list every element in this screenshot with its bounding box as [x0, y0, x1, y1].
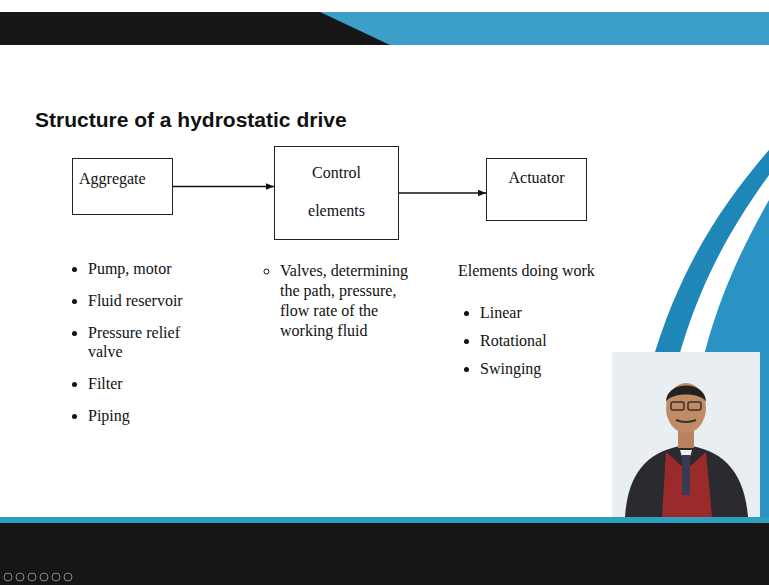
player-controls: [4, 573, 72, 581]
photo-ground: [612, 352, 760, 517]
bullet-text: Fluid reservoir: [88, 291, 200, 310]
process-box: Aggregate: [72, 158, 173, 215]
tie: [682, 455, 690, 495]
box-label: Control elements: [297, 154, 377, 230]
glasses-left: [671, 402, 684, 410]
text-group: LinearRotationalSwinging: [452, 303, 602, 387]
box-label: Aggregate: [79, 169, 166, 189]
process-box: Actuator: [486, 158, 587, 221]
bullet-text: Pump, motor: [88, 259, 200, 278]
text-group: Valves, determining the path, pressure, …: [252, 261, 417, 341]
bottom-teal-line: [0, 517, 769, 523]
bullet-text: Filter: [88, 374, 200, 393]
head: [666, 383, 706, 433]
moustache: [676, 420, 696, 422]
flow-arrow: [399, 192, 486, 193]
bullet-text: Pressure relief valve: [88, 323, 200, 361]
process-box: Control elements: [274, 146, 399, 240]
bullet-list: Pump, motorFluid reservoirPressure relie…: [60, 259, 200, 425]
bullet-text: Linear: [480, 303, 602, 322]
bottom-bar: [0, 523, 769, 585]
flow-arrow: [173, 186, 274, 187]
bullet-text: Piping: [88, 406, 200, 425]
text-group: Pump, motorFluid reservoirPressure relie…: [60, 259, 200, 438]
bullet-list: Valves, determining the path, pressure, …: [252, 261, 417, 341]
top-blue-wedge: [320, 12, 769, 45]
bullet-list: LinearRotationalSwinging: [452, 303, 602, 378]
bullet-text: Valves, determining the path, pressure, …: [280, 261, 417, 341]
slide-title: Structure of a hydrostatic drive: [35, 108, 347, 132]
glasses-right: [688, 402, 701, 410]
top-bar: [0, 12, 769, 45]
presenter-figure: [612, 352, 760, 517]
bullet-text: Swinging: [480, 359, 602, 378]
vest: [662, 452, 712, 517]
bullet-text: Rotational: [480, 331, 602, 350]
jacket: [625, 445, 748, 517]
bullet-text: Elements doing work: [458, 261, 618, 280]
hair: [666, 386, 706, 403]
box-label: Actuator: [493, 168, 580, 188]
text-group: Elements doing work: [458, 261, 618, 280]
